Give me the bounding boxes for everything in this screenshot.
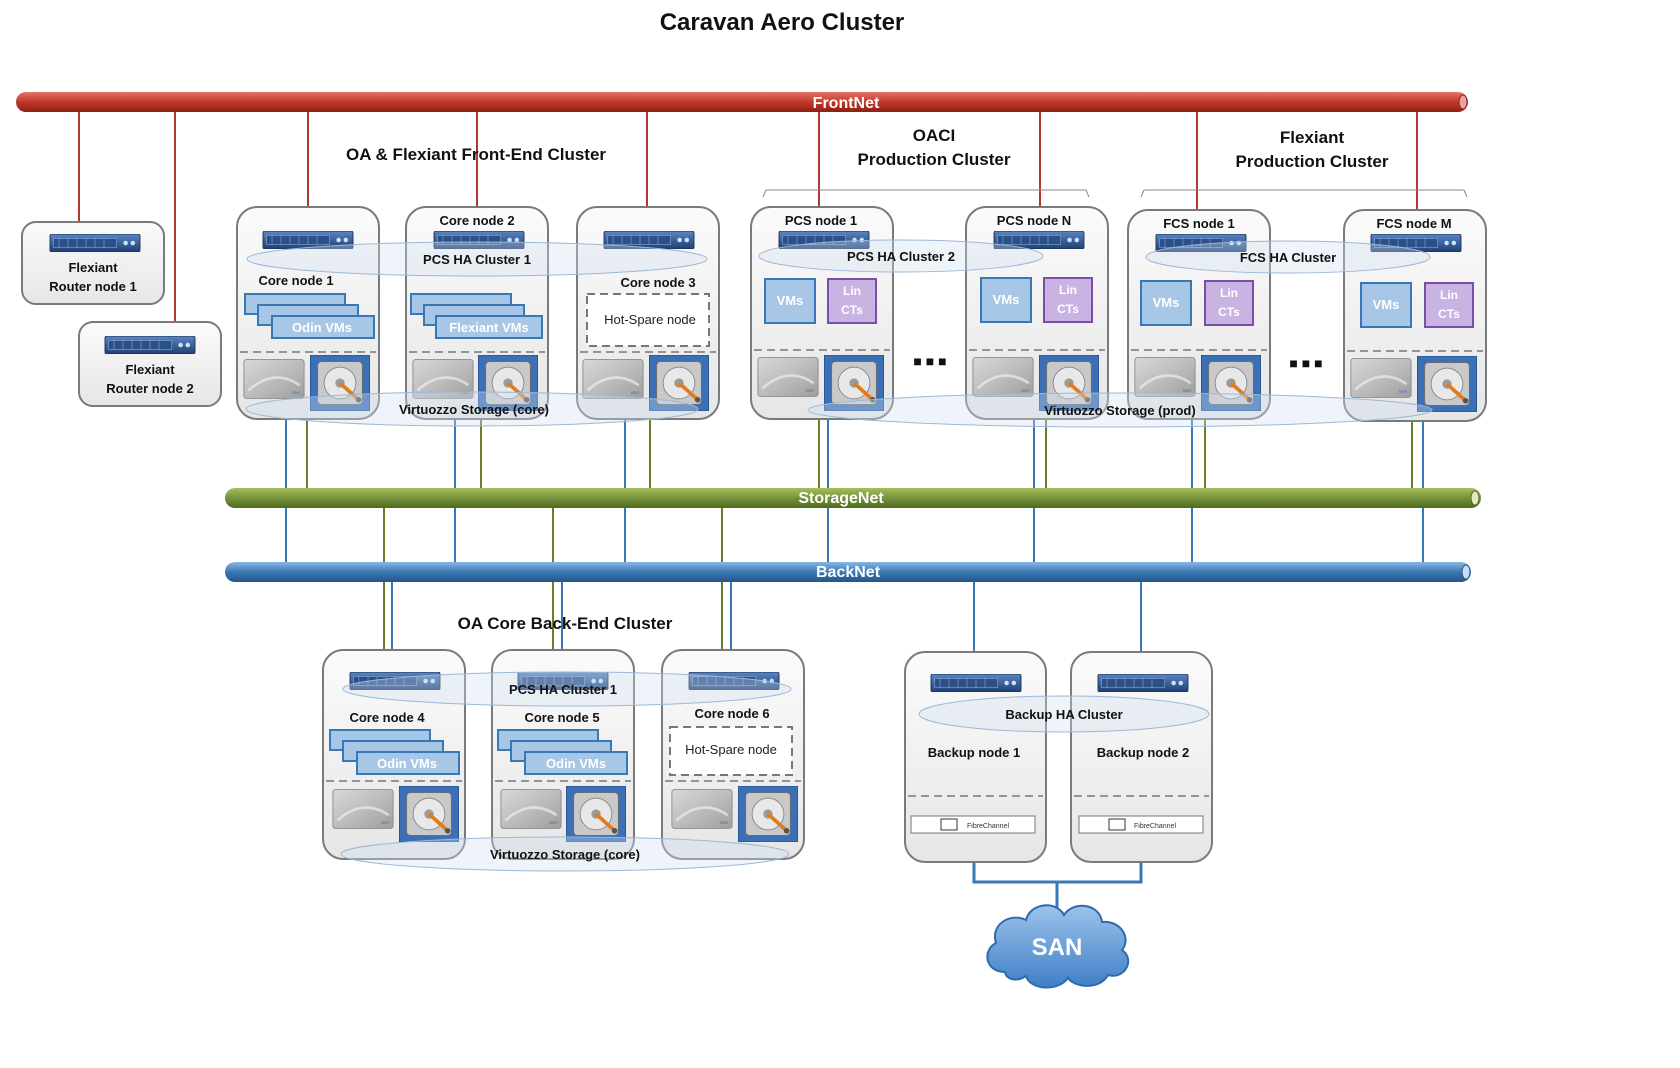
core-node-2: Core node 2 Flexiant VMs: [405, 206, 549, 420]
core-node-3-label: Core node 3: [620, 275, 695, 290]
pcs-ha-cluster-2-label: PCS HA Cluster 2: [847, 249, 955, 264]
fcs-node-m: FCS node M VMs Lin CTs: [1343, 209, 1487, 422]
virtuozzo-storage-prod-label: Virtuozzo Storage (prod): [1044, 403, 1195, 418]
oaci-bracket: [762, 189, 1090, 198]
pcs-node-n-vms: VMs: [993, 292, 1020, 307]
core-node-3-hot-spare: Hot-Spare node: [604, 312, 696, 327]
core-node-5: Core node 5 Odin VMs: [491, 649, 635, 860]
core-node-6: Core node 6 Hot-Spare node: [661, 649, 805, 860]
pcs-node-1-ct-1: Lin: [843, 284, 861, 298]
fibre-port-icon: [940, 818, 958, 831]
pcs-ha-cluster-1-ring: [246, 241, 708, 277]
pcs-ellipsis: ■ ■ ■: [913, 353, 946, 369]
pcs-node-n: PCS node N VMs Lin CTs: [965, 206, 1109, 420]
backup-ha-cluster-ring: [918, 695, 1210, 733]
router-2-line2: Router node 2: [106, 381, 193, 396]
core-node-6-hot-spare: Hot-Spare node: [685, 742, 777, 757]
fcs-node-1-label: FCS node 1: [1163, 216, 1235, 231]
storagenet-label: StorageNet: [798, 490, 884, 507]
fcs-node-m-ct-1: Lin: [1440, 288, 1458, 302]
pcs-ha-cluster-1-back-label: PCS HA Cluster 1: [509, 682, 617, 697]
backend-cluster-label: OA Core Back-End Cluster: [458, 614, 673, 633]
pcs-node-1-ct-2: CTs: [841, 303, 863, 317]
core-node-5-workload: Odin VMs: [546, 756, 606, 771]
router-node-1: Flexiant Router node 1: [21, 221, 165, 305]
oaci-cluster-label-2: Production Cluster: [857, 150, 1010, 169]
frontnet-bus: FrontNet: [16, 92, 1468, 112]
backup-node-2-fc: FibreChannel: [1134, 823, 1176, 830]
pcs-ha-cluster-2-ring: [758, 239, 1044, 273]
san-label: SAN: [1032, 934, 1083, 961]
pcs-ha-cluster-1-label: PCS HA Cluster 1: [423, 252, 531, 267]
router-2-line1: Flexiant: [125, 362, 175, 377]
core-node-2-label: Core node 2: [439, 213, 514, 228]
frontend-cluster-label: OA & Flexiant Front-End Cluster: [346, 145, 606, 164]
fibre-port-icon: [1108, 818, 1126, 831]
fcs-ha-cluster-label: FCS HA Cluster: [1240, 250, 1336, 265]
backup-node-2: Backup node 2 FibreChannel: [1070, 651, 1213, 863]
pcs-node-n-label: PCS node N: [997, 213, 1071, 228]
backup-node-1-fc: FibreChannel: [967, 823, 1009, 830]
san-connection: [972, 862, 1143, 912]
pcs-node-1: PCS node 1 VMs Lin CTs: [750, 206, 894, 420]
pcs-ha-cluster-1-back-ring: [342, 671, 792, 707]
backnet-links: [285, 420, 1424, 652]
backup-node-1-label: Backup node 1: [928, 745, 1020, 760]
pcs-node-n-ct-1: Lin: [1059, 283, 1077, 297]
backup-ha-cluster-label: Backup HA Cluster: [1005, 707, 1122, 722]
fcs-node-1-ct-2: CTs: [1218, 305, 1240, 319]
core-node-2-workload: Flexiant VMs: [449, 320, 528, 335]
router-1-line2: Router node 1: [49, 279, 136, 294]
virtuozzo-storage-prod-ring: [807, 392, 1433, 428]
storagenet-bus: StorageNet: [225, 488, 1481, 508]
virtuozzo-storage-core-label: Virtuozzo Storage (core): [399, 402, 549, 417]
backup-node-2-label: Backup node 2: [1097, 745, 1189, 760]
core-node-5-label: Core node 5: [524, 710, 599, 725]
router-node-2: Flexiant Router node 2: [78, 321, 222, 407]
pcs-node-1-label: PCS node 1: [785, 213, 857, 228]
san-cloud-icon: SAN: [986, 904, 1129, 989]
core-node-4-label: Core node 4: [349, 710, 425, 725]
virtuozzo-storage-core-back-label: Virtuozzo Storage (core): [490, 847, 640, 862]
frontnet-label: FrontNet: [813, 95, 880, 112]
flexiant-cluster-label-2: Production Cluster: [1235, 152, 1388, 171]
pcs-node-1-vms: VMs: [777, 293, 804, 308]
backup-node-1: Backup node 1 FibreChannel: [904, 651, 1047, 863]
frontnet-drops: [78, 112, 1418, 322]
fcs-node-m-ct-2: CTs: [1438, 307, 1460, 321]
fcs-ellipsis: ■ ■ ■: [1289, 355, 1322, 371]
fcs-node-m-vms: VMs: [1373, 297, 1400, 312]
flexiant-cluster-label-1: Flexiant: [1280, 128, 1345, 147]
core-node-4-workload: Odin VMs: [377, 756, 437, 771]
router-1-line1: Flexiant: [68, 260, 118, 275]
fcs-node-m-label: FCS node M: [1376, 216, 1451, 231]
fcs-ha-cluster-ring: [1145, 240, 1431, 274]
core-node-1-label: Core node 1: [258, 273, 333, 288]
virtuozzo-storage-core-ring: [245, 391, 699, 427]
core-node-1: Core node 1 Odin VMs: [236, 206, 380, 420]
flexiant-bracket: [1140, 189, 1468, 198]
pcs-node-n-ct-2: CTs: [1057, 302, 1079, 316]
virtuozzo-storage-core-back-ring: [340, 836, 790, 872]
core-node-1-workload: Odin VMs: [292, 320, 352, 335]
oaci-cluster-label-1: OACI: [913, 126, 956, 145]
core-node-6-label: Core node 6: [694, 706, 769, 721]
fcs-node-1-ct-1: Lin: [1220, 286, 1238, 300]
fcs-node-1: FCS node 1 VMs Lin CTs: [1127, 209, 1271, 420]
core-node-3: Core node 3 Hot-Spare node: [576, 206, 720, 420]
backnet-label: BackNet: [816, 564, 881, 581]
backnet-bus: BackNet: [225, 562, 1471, 582]
fcs-node-1-vms: VMs: [1153, 295, 1180, 310]
diagram-title: Caravan Aero Cluster: [660, 9, 905, 36]
